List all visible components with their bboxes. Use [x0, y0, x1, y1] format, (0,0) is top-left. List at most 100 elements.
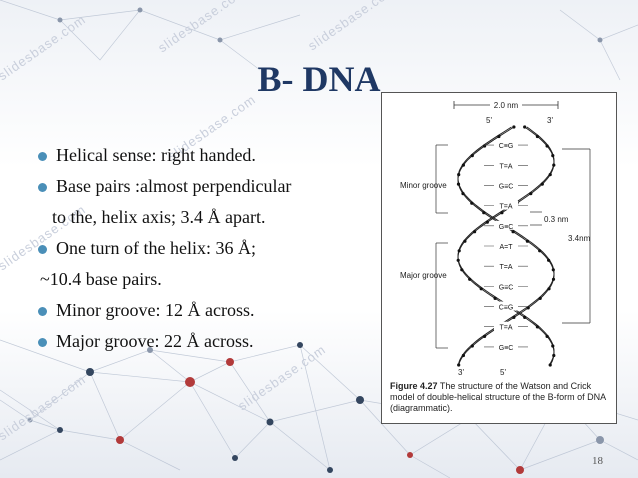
minor-groove-label: Minor groove: [400, 181, 447, 190]
bullet-item: Minor groove: 12 Å across.: [30, 295, 380, 326]
base-pair-box: [494, 160, 518, 170]
backbone-dot: [551, 154, 555, 158]
backbone-dot: [535, 325, 539, 329]
bullet-list: Helical sense: right handed. Base pairs …: [30, 140, 380, 357]
base-pair-box: [494, 180, 518, 190]
base-pair-box: [494, 140, 518, 150]
base-pair-label: T=A: [499, 325, 512, 332]
bullet-text: Helical sense: right handed.: [56, 145, 256, 165]
backbone-dot: [525, 239, 529, 243]
backbone-dot: [470, 344, 474, 348]
base-pair-box: [494, 301, 518, 311]
bullet-text: One turn of the helix: 36 Å;: [56, 238, 256, 258]
slide-title: B- DNA: [257, 59, 381, 99]
base-pair-label: C≡G: [499, 143, 514, 150]
backbone-dot: [456, 258, 460, 262]
bullet-continuation: to the, helix axis; 3.4 Å apart.: [30, 202, 380, 233]
bullet-item: Helical sense: right handed.: [30, 140, 380, 171]
base-pair-box: [494, 220, 518, 230]
width-label: 2.0 nm: [494, 101, 519, 110]
bullet-text: Minor groove: 12 Å across.: [56, 300, 255, 320]
backbone-dot: [547, 287, 551, 291]
backbone-dot: [456, 182, 461, 186]
base-pair-box: [494, 241, 518, 250]
backbone-dot: [461, 192, 465, 196]
backbone-dot: [461, 163, 465, 167]
caption-title: Figure 4.27: [390, 381, 438, 391]
bullet-continuation: ~10.4 base pairs.: [30, 264, 380, 295]
backbone-dot: [512, 315, 516, 319]
helix-strand-a: [457, 126, 555, 366]
backbone-dot: [545, 144, 549, 148]
base-pair-box: [494, 281, 518, 291]
bullet-item: Major groove: 22 Å across.: [30, 326, 380, 357]
backbone-dot: [548, 363, 552, 367]
base-pair-label: T=A: [499, 264, 512, 271]
backbone-dot: [548, 173, 552, 177]
dna-helix-diagram: 2.0 nm 5' 3' 3' 5' Minor groove Major gr…: [400, 99, 591, 377]
base-pair-label: A=T: [499, 244, 513, 251]
backbone-dot: [500, 211, 504, 215]
backbone-dot: [551, 277, 556, 281]
backbone-dot: [552, 163, 556, 167]
base-pair-box: [494, 200, 518, 210]
bullet-dot: [38, 338, 47, 347]
backbone-dot: [551, 268, 555, 272]
bullet-dot: [38, 245, 47, 254]
backbone-dot: [552, 353, 556, 358]
bullet-item: One turn of the helix: 36 Å;: [30, 233, 380, 264]
backbone-dot: [457, 363, 461, 367]
backbone-dot: [460, 268, 464, 272]
backbone-dot: [538, 249, 542, 253]
bullet-dot: [38, 152, 47, 161]
backbone-dot: [463, 239, 467, 243]
base-pair-box: [494, 261, 518, 271]
backbone-dot: [497, 134, 501, 139]
backbone-dot: [538, 296, 542, 300]
backbone-dot: [529, 192, 533, 196]
bullet-dot: [38, 183, 47, 192]
backbone-dot: [551, 344, 555, 348]
backbone-dot: [479, 287, 483, 291]
bullet-text: Major groove: 22 Å across.: [56, 331, 254, 351]
backbone-dot: [468, 277, 472, 281]
backbone-dot: [457, 249, 461, 253]
base-pair-label: T=A: [499, 204, 512, 211]
end-label: 3': [458, 368, 464, 377]
bullet-dot: [38, 307, 47, 316]
end-label: 5': [486, 116, 492, 125]
base-pair-label: T=A: [499, 163, 512, 170]
base-pair-box: [494, 321, 518, 331]
pitch-label: 3.4nm: [568, 234, 591, 243]
backbone-dot: [523, 125, 527, 129]
backbone-dot: [485, 220, 489, 224]
end-label: 3': [547, 116, 553, 125]
base-pair-label: G≡C: [499, 284, 514, 291]
backbone-dot: [511, 230, 515, 234]
backbone-dot: [482, 211, 486, 215]
dna-figure: 2.0 nm 5' 3' 3' 5' Minor groove Major gr…: [381, 92, 617, 424]
backbone-dot: [483, 334, 487, 338]
backbone-dot: [457, 173, 461, 177]
backbone-dot: [540, 182, 544, 186]
end-label: 5': [500, 368, 506, 377]
page-number: 18: [592, 455, 603, 467]
backbone-dot: [547, 258, 551, 262]
backbone-dot: [523, 315, 527, 319]
backbone-dot: [526, 306, 530, 310]
backbone-dot: [493, 296, 497, 300]
base-pair-label: G≡C: [499, 183, 514, 190]
bullet-text: ~10.4 base pairs.: [40, 269, 162, 289]
caption-text: The structure of the Watson and Crick mo…: [390, 381, 606, 413]
backbone-dot: [473, 230, 477, 234]
base-pair-box: [494, 341, 518, 351]
backbone-dot: [470, 201, 474, 205]
backbone-dot: [512, 125, 516, 129]
bullet-text: to the, helix axis; 3.4 Å apart.: [52, 207, 266, 227]
bullet-item: Base pairs :almost perpendicular: [30, 171, 380, 202]
backbone-dot: [470, 154, 474, 158]
bullet-text: Base pairs :almost perpendicular: [56, 176, 292, 196]
backbone-dot: [461, 353, 465, 358]
rise-label: 0.3 nm: [544, 215, 569, 224]
figure-caption: Figure 4.27 The structure of the Watson …: [390, 381, 612, 414]
